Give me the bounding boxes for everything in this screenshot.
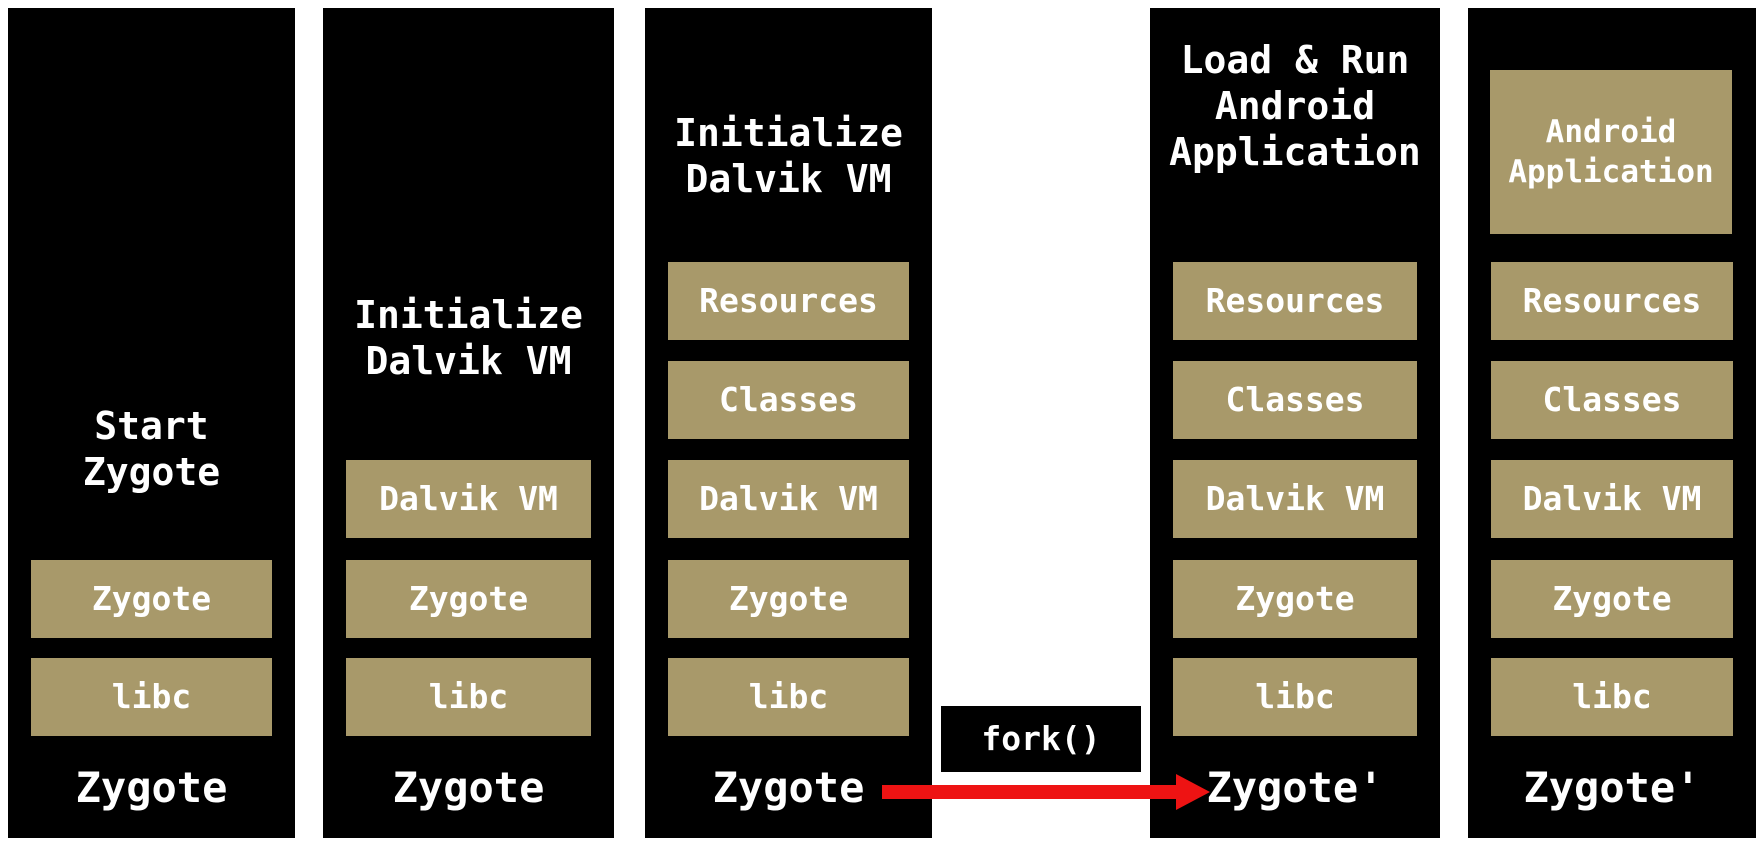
process-label: Zygote bbox=[392, 763, 545, 812]
title-line: Zygote bbox=[82, 450, 221, 494]
column-title: Start Zygote bbox=[8, 403, 295, 495]
stack-box-libc: libc bbox=[31, 658, 272, 736]
column-title: Load & Run Android Application bbox=[1150, 37, 1440, 175]
fork-label-box: fork() bbox=[941, 706, 1141, 772]
app-box-android-application: Android Application bbox=[1490, 70, 1732, 234]
column-title: Initialize Dalvik VM bbox=[645, 110, 932, 202]
stack-box-resources: Resources bbox=[668, 262, 909, 340]
stack-box-zygote: Zygote bbox=[346, 560, 591, 638]
title-line: Dalvik VM bbox=[365, 339, 572, 383]
title-line: Initialize bbox=[354, 293, 583, 337]
fork-arrow-line bbox=[882, 785, 1176, 799]
app-box-line: Android bbox=[1545, 114, 1677, 150]
column-load-run-android-application: Load & Run Android Application Resources… bbox=[1150, 8, 1440, 838]
title-line: Android bbox=[1214, 84, 1376, 128]
stack-box-classes: Classes bbox=[1173, 361, 1417, 439]
title-line: Application bbox=[1169, 130, 1421, 174]
fork-arrow-head-icon bbox=[1176, 774, 1210, 810]
column-initialize-dalvik-vm-2: Initialize Dalvik VM Resources Classes D… bbox=[645, 8, 932, 838]
title-line: Initialize bbox=[674, 111, 903, 155]
title-line: Dalvik VM bbox=[685, 157, 892, 201]
column-android-application: Android Application Resources Classes Da… bbox=[1468, 8, 1756, 838]
stack-box-resources: Resources bbox=[1173, 262, 1417, 340]
app-box-line: Application bbox=[1508, 154, 1714, 190]
stack-box-libc: libc bbox=[1173, 658, 1417, 736]
stack-box-libc: libc bbox=[668, 658, 909, 736]
column-initialize-dalvik-vm-1: Initialize Dalvik VM Dalvik VM Zygote li… bbox=[323, 8, 614, 838]
stack-box-libc: libc bbox=[346, 658, 591, 736]
stack-box-libc: libc bbox=[1491, 658, 1733, 736]
stack-box-classes: Classes bbox=[1491, 361, 1733, 439]
title-line: Start bbox=[94, 404, 209, 448]
process-label: Zygote bbox=[712, 763, 865, 812]
title-line: Load & Run bbox=[1180, 38, 1410, 82]
stack-box-classes: Classes bbox=[668, 361, 909, 439]
process-label: Zygote' bbox=[1206, 763, 1384, 812]
stack-box-dalvik-vm: Dalvik VM bbox=[1173, 460, 1417, 538]
stack-box-resources: Resources bbox=[1491, 262, 1733, 340]
stack-box-zygote: Zygote bbox=[1491, 560, 1733, 638]
process-label: Zygote bbox=[75, 763, 228, 812]
stack-box-dalvik-vm: Dalvik VM bbox=[1491, 460, 1733, 538]
stack-box-zygote: Zygote bbox=[1173, 560, 1417, 638]
column-title: Initialize Dalvik VM bbox=[323, 292, 614, 384]
column-start-zygote: Start Zygote Zygote libc Zygote bbox=[8, 8, 295, 838]
stack-box-dalvik-vm: Dalvik VM bbox=[346, 460, 591, 538]
stack-box-dalvik-vm: Dalvik VM bbox=[668, 460, 909, 538]
stack-box-zygote: Zygote bbox=[668, 560, 909, 638]
stack-box-zygote: Zygote bbox=[31, 560, 272, 638]
process-label: Zygote' bbox=[1523, 763, 1701, 812]
